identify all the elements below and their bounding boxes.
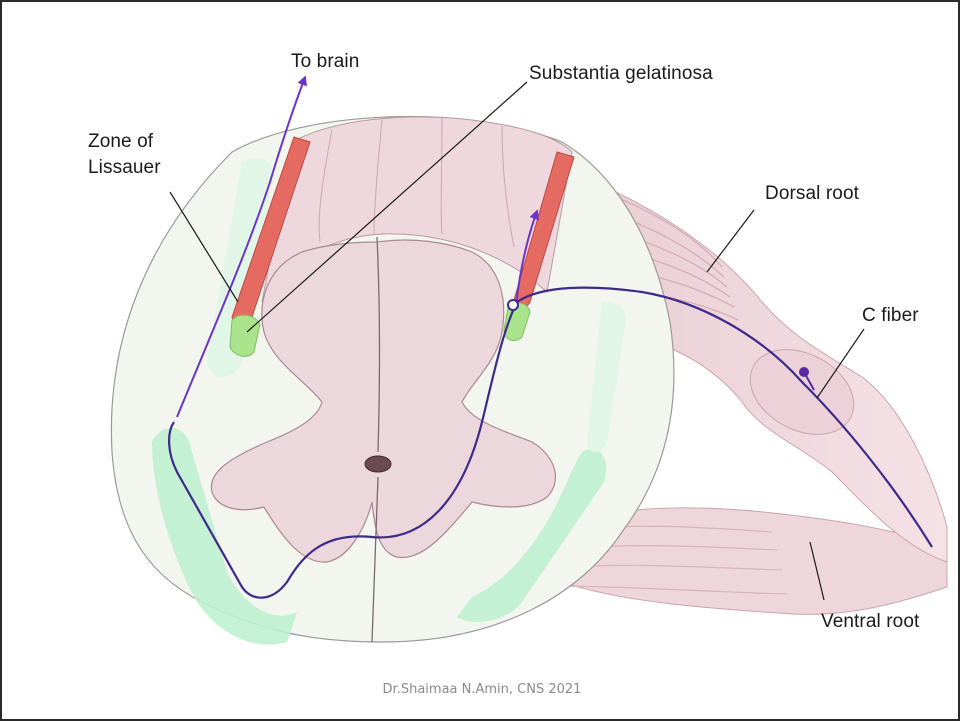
label-dorsal-root: Dorsal root (765, 182, 859, 206)
label-zone-of-lissauer-line1: Zone of (88, 130, 153, 154)
central-canal (365, 456, 391, 472)
label-substantia-gelatinosa: Substantia gelatinosa (529, 62, 713, 86)
label-zone-of-lissauer-line2: Lissauer (88, 156, 161, 180)
synapse-dot-icon (508, 300, 518, 310)
label-c-fiber: C fiber (862, 304, 919, 328)
label-to-brain: To brain (291, 50, 359, 74)
slide-footer: Dr.Shaimaa N.Amin, CNS 2021 (2, 682, 960, 697)
label-ventral-root: Ventral root (821, 610, 919, 634)
leader-dorsal-root (707, 210, 754, 272)
